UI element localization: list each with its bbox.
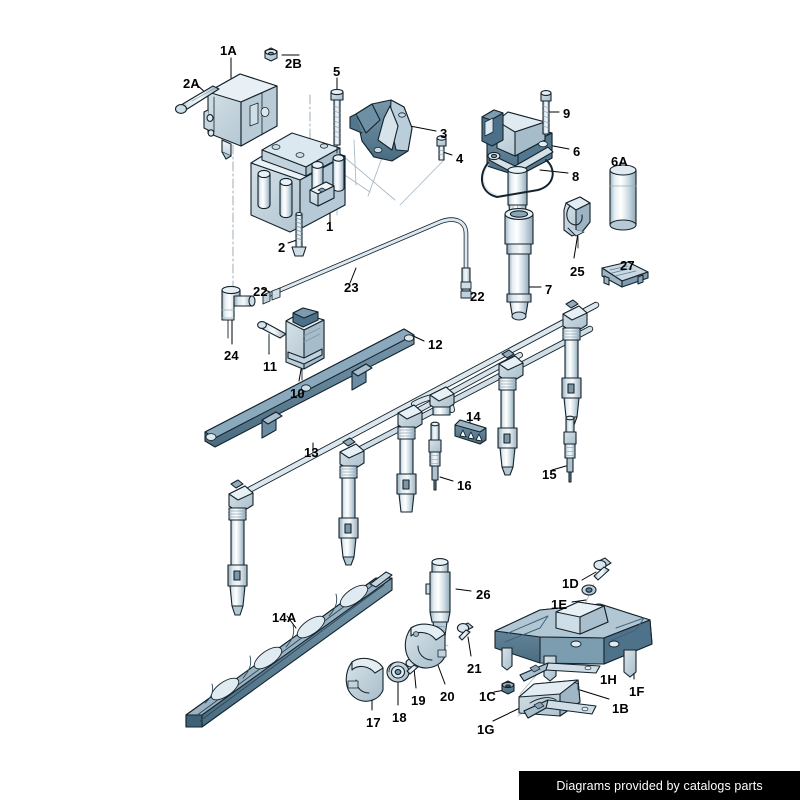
callout-label-1E: 1E [551, 597, 568, 612]
callout-label-5: 5 [333, 64, 341, 79]
callout-label-22a: 22 [253, 284, 268, 299]
callout-label-25: 25 [570, 264, 585, 279]
callout-label-18: 18 [392, 710, 407, 725]
callout-label-2: 2 [278, 240, 286, 255]
callout-label-1B: 1B [612, 701, 630, 716]
callout-label-7: 7 [545, 282, 553, 297]
callout-label-26: 26 [476, 587, 491, 602]
callout-label-1G: 1G [477, 722, 495, 737]
callout-label-16: 16 [457, 478, 472, 493]
callout-label-6: 6 [573, 144, 581, 159]
callout-label-1C: 1C [479, 689, 497, 704]
callout-label-10: 10 [290, 386, 305, 401]
callout-label-1H: 1H [600, 672, 618, 687]
callout-label-12: 12 [428, 337, 443, 352]
callout-label-2A: 2A [183, 76, 201, 91]
callout-label-24: 24 [224, 348, 239, 363]
callout-label-20: 20 [440, 689, 455, 704]
attribution-footer: Diagrams provided by catalogs parts [519, 771, 800, 800]
callout-label-8: 8 [572, 169, 580, 184]
callout-label-1D: 1D [562, 576, 580, 591]
callout-label-11: 11 [263, 359, 278, 374]
callout-label-17: 17 [366, 715, 381, 730]
callout-label-27: 27 [620, 258, 635, 273]
callout-label-4: 4 [456, 151, 464, 166]
callout-label-9: 9 [563, 106, 571, 121]
callout-label-22b: 22 [470, 289, 485, 304]
callout-label-15: 15 [542, 467, 557, 482]
callout-label-1F: 1F [629, 684, 645, 699]
callout-label-14: 14 [466, 409, 481, 424]
callout-label-1: 1 [326, 219, 334, 234]
callout-label-1A: 1A [220, 43, 238, 58]
callout-label-23: 23 [344, 280, 359, 295]
callout-label-3: 3 [440, 126, 448, 141]
callout-label-13: 13 [304, 445, 319, 460]
attribution-text: Diagrams provided by catalogs parts [556, 778, 763, 793]
callout-label-21: 21 [467, 661, 482, 676]
callout-label-14A: 14A [272, 610, 297, 625]
callout-label-6A: 6A [611, 154, 629, 169]
callout-label-2B: 2B [285, 56, 303, 71]
callout-label-19: 19 [411, 693, 426, 708]
